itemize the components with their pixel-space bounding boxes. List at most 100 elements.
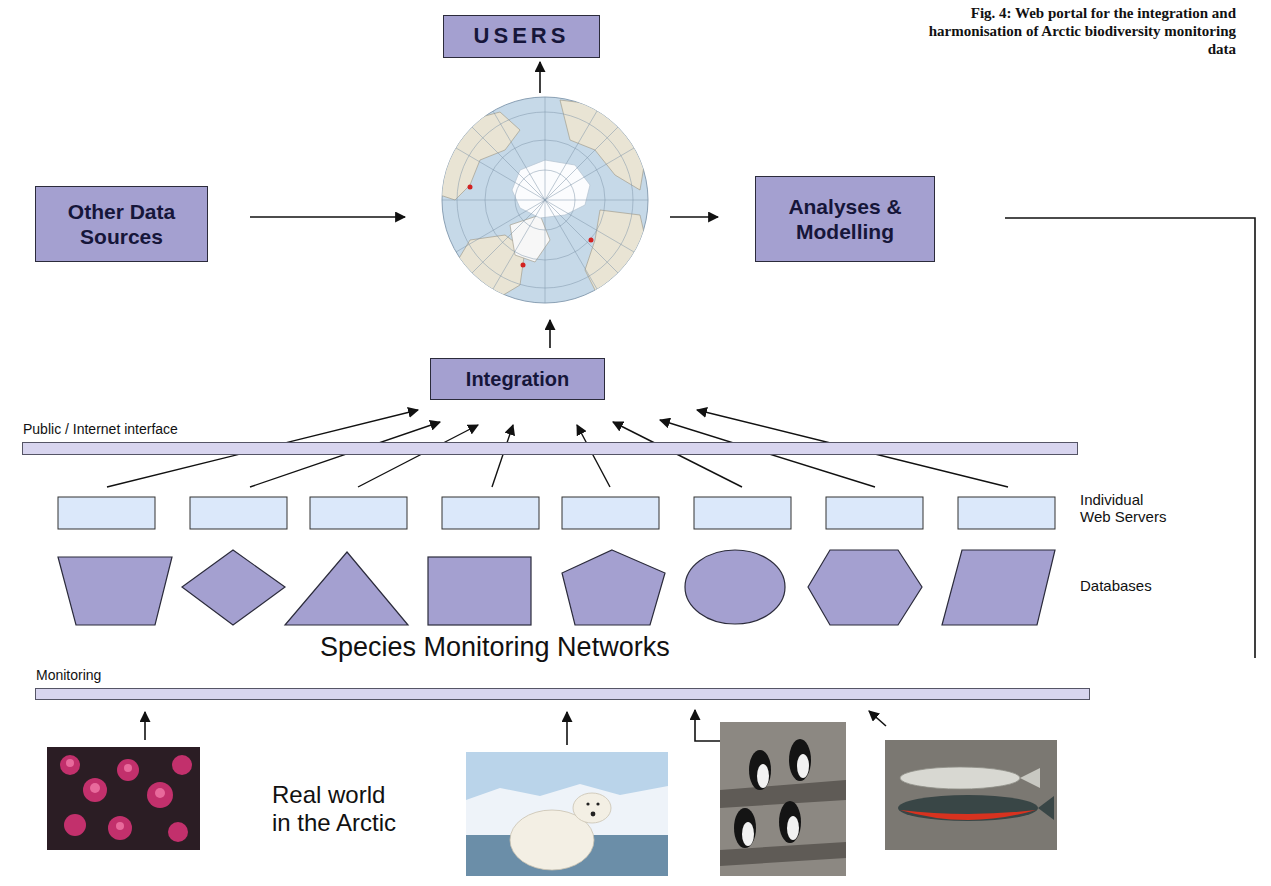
bear-nose (591, 812, 596, 817)
flowers (60, 755, 192, 842)
rock-ledge (720, 780, 846, 866)
greenland (510, 215, 550, 262)
box-text: USERS (474, 23, 570, 49)
flower (64, 814, 86, 836)
bird (749, 750, 771, 790)
web-servers (58, 497, 1055, 529)
database-trapezoid (58, 557, 172, 625)
arctic-globe (440, 97, 648, 303)
flower (168, 822, 188, 842)
fish-photo (885, 740, 1057, 850)
band-label: Public / Internet interface (23, 421, 178, 437)
arrow (566, 712, 568, 745)
flower-centre (116, 822, 124, 830)
box-label: Other Data Sources (43, 199, 200, 249)
web-server-box (190, 497, 287, 529)
flow-arrows (250, 62, 1255, 658)
char-fish (898, 795, 1038, 821)
web-server-box (562, 497, 659, 529)
box-label: Integration (466, 367, 569, 391)
birds (734, 739, 811, 848)
flower (60, 755, 80, 775)
box-label: Analyses & Modelling (763, 194, 927, 244)
database-square (428, 557, 531, 625)
monitoring-band: Monitoring (35, 688, 1090, 700)
guillemot-photo (720, 722, 846, 876)
web-server-box (58, 497, 155, 529)
bird (789, 739, 811, 781)
data-source-box: Other Data Sources (35, 186, 208, 262)
fish-tail (1038, 796, 1054, 820)
photo-stones (885, 740, 1057, 850)
site-dot (521, 263, 526, 268)
web-server-box (310, 497, 407, 529)
box-text: Other Data Sources (43, 199, 200, 249)
database-diamond (182, 550, 285, 625)
web-server-box (826, 497, 923, 529)
char-belly (900, 810, 1036, 820)
integration-box: Integration (430, 358, 605, 400)
arrow (670, 216, 718, 218)
arrow (869, 711, 886, 726)
flower-highlights (66, 759, 165, 830)
database-triangle (285, 552, 408, 625)
database-hexagon (808, 550, 922, 625)
analysis-box: Analyses & Modelling (755, 176, 935, 262)
database-ellipse (685, 550, 785, 624)
web-server-box (958, 497, 1055, 529)
box-label: USERS (474, 23, 570, 49)
band-label: Monitoring (36, 667, 101, 683)
arrow (358, 425, 478, 487)
bear-eye (586, 802, 589, 805)
bear-head (573, 793, 611, 823)
database-parallelogram (942, 550, 1055, 625)
land-patch (440, 112, 520, 200)
database-pentagon (562, 550, 665, 625)
land-patch (585, 210, 648, 300)
photo-rock (720, 722, 846, 876)
users-box: USERS (443, 15, 600, 58)
flower-centre (155, 788, 165, 798)
web-server-box (442, 497, 539, 529)
flower-photo (47, 747, 200, 850)
polar-bear-photo (466, 752, 668, 876)
fish-tail (1020, 768, 1040, 788)
bird (779, 801, 801, 843)
sea-ice (512, 160, 590, 218)
globe-ocean (442, 97, 648, 303)
box-text: Analyses & Modelling (763, 194, 927, 244)
arrow (144, 712, 146, 740)
bird-belly (742, 822, 754, 846)
arrow (539, 62, 541, 93)
bird-belly (757, 764, 769, 788)
silver-fish (900, 767, 1020, 789)
site-dot (589, 238, 594, 243)
flower (172, 755, 192, 775)
flower-centre (124, 764, 132, 772)
site-dot (468, 185, 473, 190)
arrow (250, 216, 405, 218)
flower-centre (66, 759, 74, 767)
scene-label: Real world in the Arctic (272, 781, 404, 836)
photo-sky (466, 752, 668, 876)
flower (117, 759, 139, 781)
meridians (442, 97, 648, 303)
layer-title: Species Monitoring Networks (320, 632, 740, 663)
box-text: Integration (466, 367, 569, 391)
bird-belly (787, 816, 799, 840)
row-label: Databases (1080, 577, 1200, 594)
flower-centre (90, 783, 100, 793)
databases (58, 550, 1055, 625)
interface-band: Public / Internet interface (22, 442, 1078, 455)
photo-ground (47, 747, 200, 850)
bird-belly (797, 754, 809, 778)
row-label: Individual Web Servers (1080, 491, 1175, 526)
arrow (549, 320, 551, 348)
bear-eye (596, 802, 599, 805)
figure-title: Fig. 4: Web portal for the integration a… (906, 4, 1236, 58)
flower (147, 782, 173, 808)
bird (734, 808, 756, 848)
arrow (695, 710, 720, 741)
arrow (577, 425, 610, 487)
